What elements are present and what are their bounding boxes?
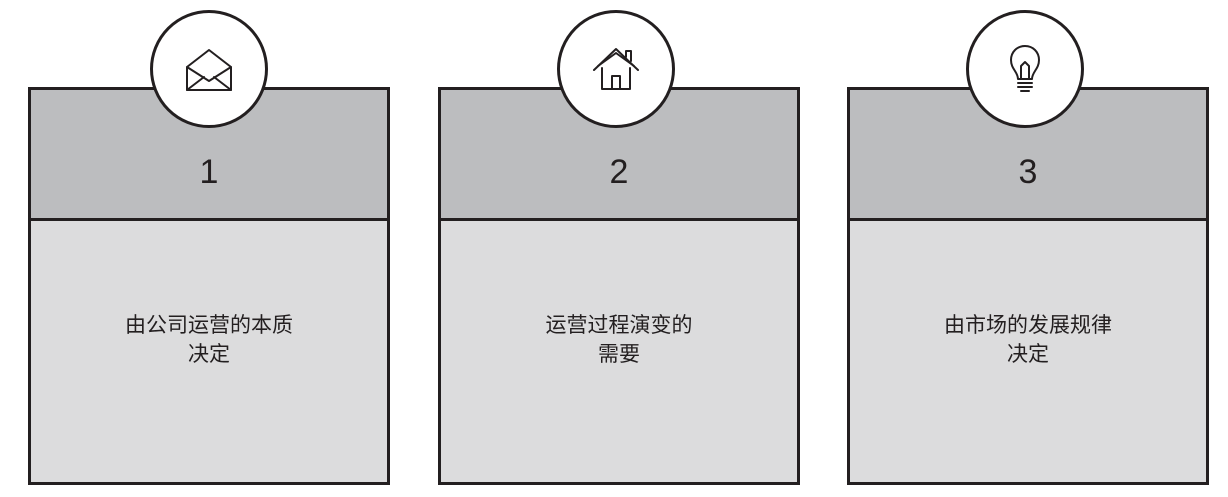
card-1: 1 由公司运营的本质 决定 — [28, 87, 390, 485]
card-body: 运营过程演变的 需要 — [441, 221, 797, 482]
card-number: 3 — [1018, 153, 1038, 191]
open-envelope-icon — [186, 49, 232, 91]
card-text: 由公司运营的本质 决定 — [125, 313, 293, 366]
icon-badge-1 — [150, 10, 268, 128]
icon-badge-3 — [966, 10, 1084, 128]
card-number: 1 — [199, 153, 219, 191]
icon-badge-2 — [557, 10, 675, 128]
card-body: 由公司运营的本质 决定 — [31, 221, 387, 482]
lightbulb-icon — [1010, 45, 1040, 92]
card-number: 2 — [609, 153, 629, 191]
card-3: 3 由市场的发展规律 决定 — [847, 87, 1209, 485]
card-2: 2 运营过程演变的 需要 — [438, 87, 800, 485]
card-body: 由市场的发展规律 决定 — [850, 221, 1206, 482]
house-icon — [593, 48, 639, 90]
card-text: 由市场的发展规律 决定 — [944, 313, 1112, 366]
card-text: 运营过程演变的 需要 — [545, 313, 693, 366]
